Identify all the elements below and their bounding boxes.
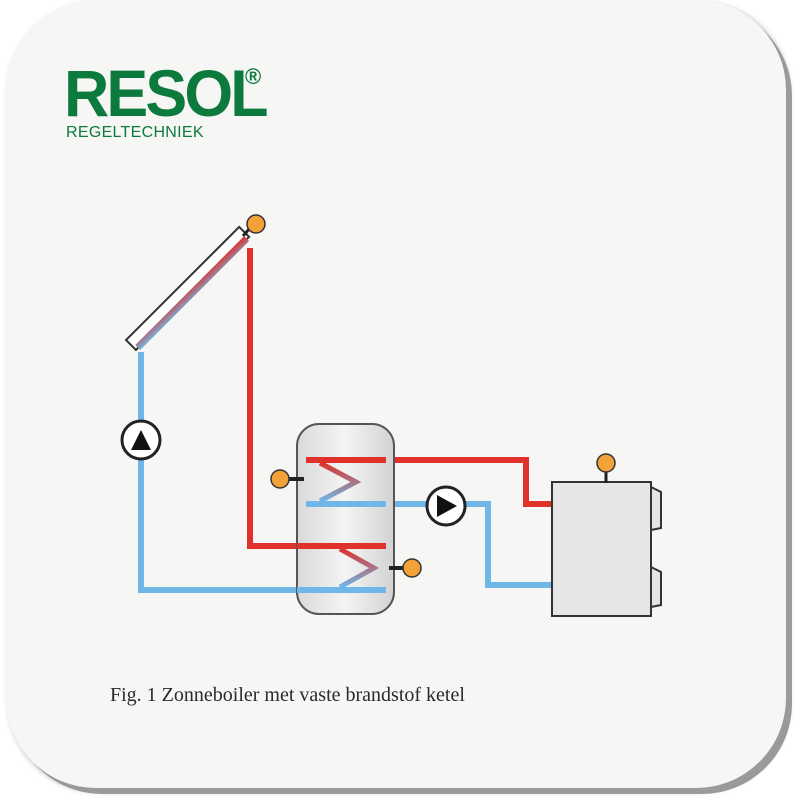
registered-mark: ® bbox=[245, 64, 262, 89]
upper-coil-icon bbox=[318, 460, 362, 504]
lower-coil-icon bbox=[338, 546, 380, 590]
diagram-card bbox=[6, 0, 786, 788]
temperature-sensor-icon bbox=[389, 558, 422, 578]
temperature-sensor-icon bbox=[270, 469, 304, 489]
boiler-return-pipe bbox=[306, 501, 552, 588]
logo-wordmark: RESOL bbox=[64, 56, 269, 130]
logo-tagline: REGELTECHNIEK bbox=[66, 124, 204, 141]
pump-icon bbox=[120, 419, 162, 461]
temperature-sensor-icon bbox=[241, 214, 266, 237]
boiler-flow-pipe bbox=[306, 457, 552, 507]
solar-collector-icon bbox=[124, 225, 251, 352]
heat-exchanger-coils bbox=[318, 460, 380, 590]
temperature-sensor-icon bbox=[596, 453, 616, 483]
pump-icon bbox=[425, 485, 467, 527]
figure-caption: Fig. 1 Zonneboiler met vaste brandstof k… bbox=[110, 684, 465, 706]
solid-fuel-boiler-icon bbox=[551, 481, 662, 617]
tank-internal-pipes bbox=[297, 457, 386, 593]
resol-logo: RESOL ® REGELTECHNIEK bbox=[64, 56, 276, 141]
